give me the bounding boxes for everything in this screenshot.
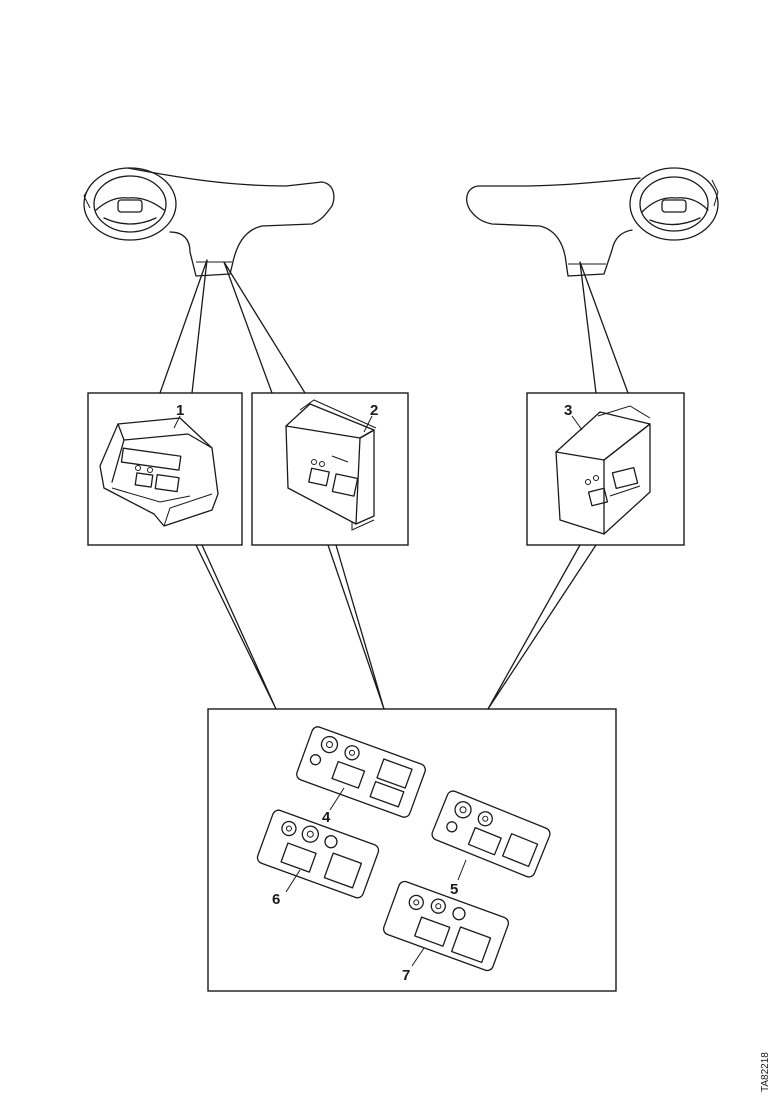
callout-1: 1	[176, 402, 184, 419]
callout-leaders-upper	[173, 415, 583, 433]
callout-6: 6	[272, 891, 280, 908]
right-steering-wheel	[629, 167, 719, 241]
callout-4: 4	[322, 809, 331, 826]
right-dash-body	[466, 177, 641, 277]
leader-lines-top	[159, 259, 629, 394]
panel-box-1	[87, 392, 243, 546]
callout-leaders-lower	[285, 787, 467, 967]
instrument-panel-5	[431, 790, 551, 878]
left-dash-body	[127, 167, 335, 277]
instrument-panel-7	[382, 880, 510, 972]
figure-reference-code: TA82218	[760, 1052, 771, 1092]
left-steering-wheel	[83, 167, 177, 241]
leader-lines-bottom	[195, 544, 597, 710]
instrument-panel-1	[99, 417, 219, 527]
instrument-panel-6	[256, 809, 380, 899]
instrument-panel-4	[296, 726, 426, 818]
instrument-panel-3	[555, 405, 651, 535]
callout-3: 3	[564, 402, 572, 419]
callout-7: 7	[402, 967, 410, 984]
panel-box-3	[526, 392, 685, 546]
right-hand-drive-dashboard	[466, 167, 719, 277]
callout-5: 5	[450, 881, 458, 898]
left-hand-drive-dashboard	[83, 167, 335, 277]
panel-box-2	[251, 392, 409, 546]
instrument-panel-2	[285, 399, 377, 531]
callout-2: 2	[370, 402, 378, 419]
